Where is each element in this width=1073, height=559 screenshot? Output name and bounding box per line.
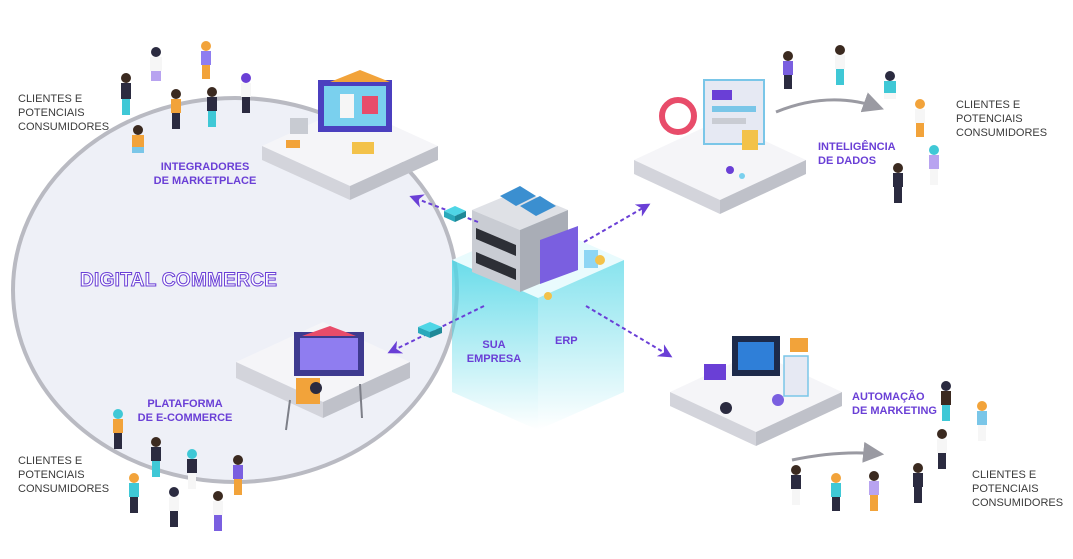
- consumers-br-line-3: CONSUMIDORES: [972, 497, 1064, 509]
- consumers-tr-line-1: CLIENTES E: [956, 99, 1021, 111]
- marketing-automation-label: AUTOMAÇÃO DE MARKETING: [852, 390, 952, 418]
- consumers-tl-line-3: CONSUMIDORES: [18, 121, 110, 133]
- data-intelligence-label: INTELIGÊNCIA DE DADOS: [818, 140, 918, 168]
- marketplace-label: INTEGRADORES DE MARKETPLACE: [150, 160, 260, 188]
- consumers-label-top-right: CLIENTES E POTENCIAIS CONSUMIDORES: [956, 98, 1056, 140]
- connector-node-icon-top: [444, 206, 466, 222]
- ecommerce-platform: [236, 322, 410, 431]
- consumers-label-bottom-left: CLIENTES E POTENCIAIS CONSUMIDORES: [18, 454, 118, 496]
- marketplace-platform: [262, 70, 438, 200]
- company-label-line-2: EMPRESA: [466, 353, 522, 365]
- company-label: SUA EMPRESA: [466, 338, 522, 366]
- people-group-top-left: [121, 41, 251, 153]
- people-group-bottom-right: [791, 381, 987, 511]
- connector-node-icon-bottom: [418, 322, 442, 338]
- arrow-to-marketing: [585, 305, 673, 358]
- marketing-label-line-1: AUTOMAÇÃO: [852, 391, 925, 403]
- consumers-tr-line-2: POTENCIAIS: [956, 113, 1023, 125]
- arrow-to-marketplace: [409, 194, 479, 223]
- arrow-to-data: [583, 203, 651, 243]
- ecommerce-label-line-2: DE E-COMMERCE: [137, 412, 233, 424]
- company-building: [452, 186, 624, 430]
- consumers-br-line-1: CLIENTES E: [972, 469, 1037, 481]
- marketplace-label-line-1: INTEGRADORES: [160, 161, 250, 173]
- consumers-br-line-2: POTENCIAIS: [972, 483, 1039, 495]
- consumers-bl-line-3: CONSUMIDORES: [18, 483, 110, 495]
- marketing-automation-platform: [670, 336, 842, 446]
- data-label-line-2: DE DADOS: [818, 155, 877, 167]
- marketing-to-consumers-arrow: [791, 441, 885, 463]
- data-intelligence-platform: [634, 79, 806, 214]
- consumers-label-bottom-right: CLIENTES E POTENCIAIS CONSUMIDORES: [972, 468, 1072, 510]
- marketplace-label-line-2: DE MARKETPLACE: [153, 175, 257, 187]
- people-group-bottom-left: [113, 409, 243, 531]
- consumers-tl-line-2: POTENCIAIS: [18, 107, 85, 119]
- erp-label: ERP: [555, 335, 578, 347]
- ecommerce-label-line-1: PLATAFORMA: [147, 398, 223, 410]
- consumers-bl-line-2: POTENCIAIS: [18, 469, 85, 481]
- digital-commerce-label: DIGITAL COMMERCE: [79, 270, 278, 292]
- consumers-bl-line-1: CLIENTES E: [18, 455, 83, 467]
- consumers-tl-line-1: CLIENTES E: [18, 93, 83, 105]
- ecommerce-label: PLATAFORMA DE E-COMMERCE: [130, 397, 240, 425]
- people-group-top-right: [783, 45, 939, 203]
- consumers-label-top-left: CLIENTES E POTENCIAIS CONSUMIDORES: [18, 92, 118, 134]
- marketing-label-line-2: DE MARKETING: [852, 405, 937, 417]
- data-to-consumers-arrow: [775, 92, 884, 114]
- consumers-tr-line-3: CONSUMIDORES: [956, 127, 1048, 139]
- data-label-line-1: INTELIGÊNCIA: [818, 141, 896, 153]
- company-label-line-1: SUA: [482, 339, 506, 351]
